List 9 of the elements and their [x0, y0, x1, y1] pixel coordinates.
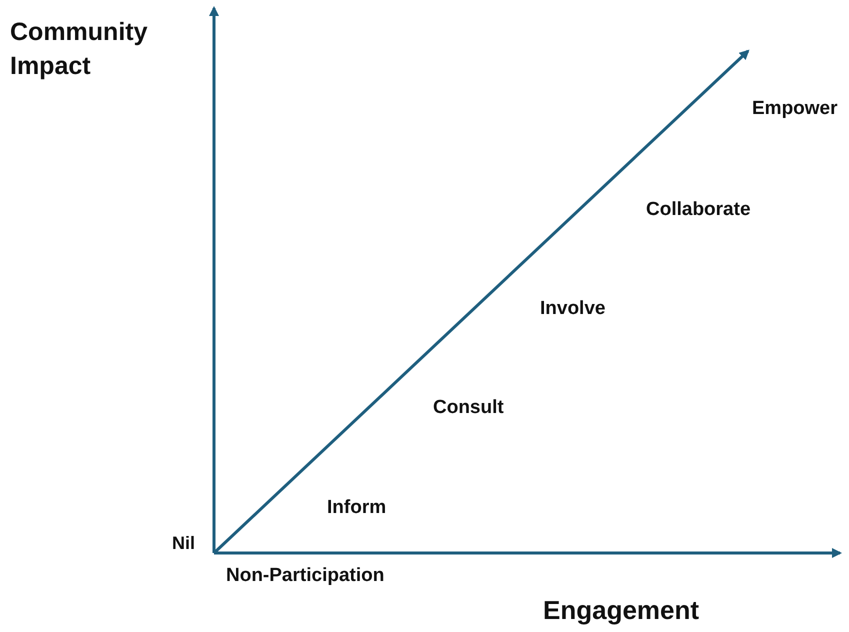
stage-label: Collaborate: [646, 199, 751, 221]
stage-label: Empower: [752, 98, 838, 120]
axis-title: Community Impact: [10, 17, 148, 82]
origin-label: Nil: [172, 533, 196, 554]
stage-label: Consult: [433, 397, 504, 419]
stage-label: Inform: [327, 497, 386, 519]
origin-label: Non-Participation: [226, 565, 384, 587]
stage-label: Involve: [540, 298, 606, 320]
axis-title: Engagement: [543, 595, 700, 626]
